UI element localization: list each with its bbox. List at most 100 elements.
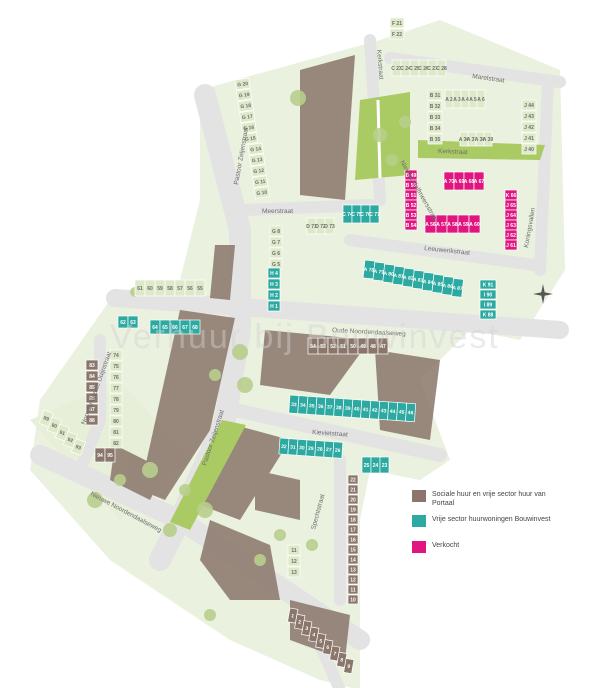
- lot-label-kievietTop-4: 37: [327, 404, 333, 410]
- lot-label-oudeRow-6: 48: [370, 344, 376, 350]
- lot-label-smallMid-1: 12: [291, 559, 297, 565]
- lot-label-westTeal2-3: 67: [182, 325, 188, 331]
- lot-label-kievietBottom-4: 28: [317, 446, 323, 452]
- street-kievietstraat: Kievietstraat: [312, 429, 348, 438]
- lot-duijnLeft-4: [85, 403, 99, 415]
- lot-gLeft-0: [269, 225, 283, 237]
- lot-label-westTeal2-0: 64: [152, 325, 158, 331]
- lot-label-eastInner2-2: A 38: [475, 137, 486, 143]
- lot-label-eastInner-4: A 6: [477, 97, 485, 103]
- lot-group-rightTeal: K 91I 90I 89K 88: [479, 279, 497, 320]
- lot-label-soldLeft-2: B 51: [406, 193, 417, 199]
- lot-northEast-2: [427, 111, 443, 123]
- lot-topMid-4: [253, 186, 270, 199]
- lot-bottomLeft-4: [70, 438, 86, 456]
- lot-specht-2: [347, 494, 359, 505]
- lot-label-soldBottom-3: A 59: [458, 222, 469, 228]
- lot-label-topBlockA-0: F 21: [392, 21, 402, 27]
- lot-label-topMid-2: G 12: [253, 168, 265, 175]
- legend-item-social: Sociale huur en vrije sector huur van Po…: [412, 490, 557, 508]
- lot-label-kievietTop-2: 35: [309, 403, 315, 409]
- lot-label-kievietTop-3: 36: [318, 404, 324, 410]
- lot-soldRight-5: [504, 239, 518, 251]
- lot-label-soldLeft-5: B 54: [406, 223, 417, 229]
- lot-rightTeal-2: [479, 299, 497, 310]
- lot-label-bottomRow-7: 8: [340, 657, 344, 663]
- lot-label-topLeft-0: G 20: [237, 81, 249, 88]
- lot-label-northEast-2: B 33: [430, 115, 441, 121]
- lot-gLeft-2: [269, 247, 283, 259]
- lot-label-specht-4: 18: [350, 517, 356, 523]
- lot-label-oudeRow-3: 51: [340, 344, 346, 350]
- lot-label-leeuwerikTeal-5: A 83: [413, 277, 424, 284]
- lot-label-topBlockB-1: C 24: [400, 66, 411, 72]
- street-marelstraat: Marelstraat: [472, 73, 505, 84]
- lot-label-duijnRight-3: 77: [113, 386, 119, 392]
- street-leeuwerik: Leeuwerikstraat: [424, 245, 471, 257]
- lot-label-westRow-4: 57: [177, 286, 183, 292]
- lot-label-soldRight-2: J 64: [506, 213, 516, 219]
- lot-label-meerTeal2-1: D 72: [315, 224, 326, 230]
- lot-label-rightTeal-3: K 88: [483, 312, 494, 318]
- lot-topLeft-1: [236, 88, 253, 102]
- lot-label-topMid-3: G 11: [255, 179, 267, 186]
- lot-label-topBlockB-4: C 27: [427, 66, 438, 72]
- lot-group-topLeft: G 20G 19G 18G 17G 16G 15: [234, 77, 259, 145]
- lot-duijnLeft-5: [85, 414, 99, 426]
- lot-label-kievietBottom-5: 27: [326, 447, 332, 453]
- lot-label-meerTeal-2: C 76: [360, 212, 371, 218]
- lot-label-westRow-5: 56: [187, 286, 193, 292]
- lot-label-topBlockB-2: C 25: [409, 66, 420, 72]
- lot-topLeft-0: [234, 77, 251, 91]
- lot-group-soldRight: K 66J 65J 64J 63J 62J 61: [504, 189, 518, 251]
- lot-label-topMid-1: G 13: [251, 157, 263, 164]
- compass-icon: [533, 284, 553, 304]
- lot-label-hTeal-3: H 1: [270, 304, 278, 310]
- lot-eastRight-3: [521, 132, 537, 144]
- lot-label-duijnRight-8: 82: [113, 441, 119, 447]
- lot-duijnRight-7: [109, 426, 123, 438]
- lot-label-topBlockA-1: F 22: [392, 32, 402, 38]
- lot-specht-9: [347, 564, 359, 575]
- lot-label-eastInner2-0: A 36: [459, 137, 470, 143]
- lot-label-soldTop-2: A 68: [464, 179, 475, 185]
- lot-label-rightTeal-2: I 89: [484, 302, 493, 308]
- lot-rightTeal-1: [479, 289, 497, 300]
- lot-topBlockA-1: [389, 28, 405, 40]
- lot-oudeRow-7: [377, 337, 389, 355]
- lot-group-topBlockA: F 21 F 22: [389, 17, 405, 40]
- lot-group-topMid: G 14G 13G 12G 11G 10: [247, 142, 270, 199]
- lot-duijnRight-4: [109, 393, 123, 405]
- lot-hTeal-1: [267, 278, 281, 290]
- lot-duijnRight-1: [109, 360, 123, 372]
- lot-topMid-2: [250, 164, 267, 178]
- lot-label-westRow-1: 60: [147, 286, 153, 292]
- lot-gLeft-1: [269, 236, 283, 248]
- lot-meerTeal2-2: [324, 217, 335, 235]
- lot-specht-12: [347, 594, 359, 605]
- lot-label-topLeft-3: G 17: [242, 114, 254, 121]
- lot-label-soldLeft-4: B 53: [406, 213, 417, 219]
- lot-label-kievietSmall-2: 23: [382, 463, 388, 469]
- lot-specht-1: [347, 484, 359, 495]
- lot-eastInner2-3: [483, 131, 493, 147]
- lot-label-kievietBottom-3: 29: [308, 446, 314, 452]
- lot-label-oudeRow-7: 47: [380, 344, 386, 350]
- lot-soldTop-3: [473, 171, 485, 191]
- lot-label-kievietTop-7: 40: [354, 406, 360, 412]
- lot-label-kievietTop-9: 42: [372, 408, 378, 414]
- legend-label-sold: Verkocht: [432, 542, 460, 549]
- lot-specht-8: [347, 554, 359, 565]
- lot-duijnRight-8: [109, 437, 123, 449]
- lot-label-soldRight-0: K 66: [506, 193, 517, 199]
- lot-group-eastInner2: A 36A 37A 38A 39: [459, 131, 493, 147]
- lot-kievietTop-13: [405, 402, 417, 423]
- lot-label-duijnRight-5: 79: [113, 408, 119, 414]
- lot-label-gLeft-1: G 7: [272, 240, 280, 246]
- lot-label-oudeRow-5: 49: [360, 344, 366, 350]
